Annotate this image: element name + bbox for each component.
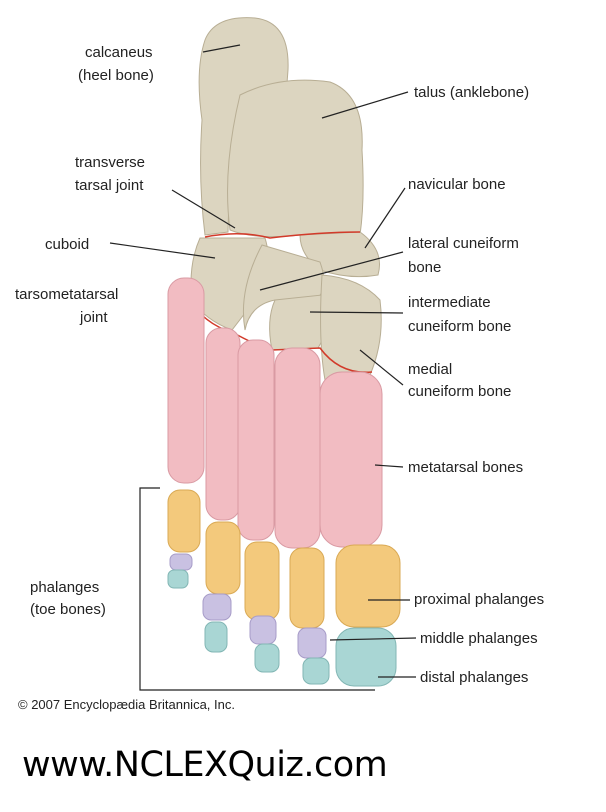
- distal-phalanx-4: [204, 621, 228, 653]
- proximal-phalanx-2: [289, 547, 325, 629]
- label-metatarsal: metatarsal bones: [408, 459, 523, 476]
- proximal-phalanx-1: [335, 544, 401, 628]
- label-calcaneus: calcaneus: [85, 44, 153, 61]
- transverse-tarsal-joint-line: [204, 231, 361, 239]
- label-transverse: transverse: [75, 154, 145, 171]
- proximal-phalanx-3: [244, 541, 280, 621]
- middle-phalanx-2: [297, 627, 327, 659]
- distal-phalanx-2: [302, 657, 330, 685]
- metatarsal-1: [319, 371, 383, 548]
- medial-cuneiform-bone: [320, 274, 382, 381]
- metatarsal-2: [274, 347, 321, 549]
- label-medial-cuneiform: medial: [408, 361, 452, 378]
- intermediate-cuneiform-bone: [269, 294, 326, 351]
- label-cuboid: cuboid: [45, 236, 89, 253]
- label-intermediate-cuneiform: intermediate: [408, 294, 491, 311]
- website-watermark: www.NCLEXQuiz.com: [22, 745, 388, 785]
- foot-illustration: calcaneus (heel bone) talus (anklebone) …: [15, 17, 544, 691]
- proximal-phalanx-5: [167, 489, 201, 553]
- distal-phalanx-1: [335, 627, 397, 687]
- label-lateral-cuneiform: lateral cuneiform: [408, 235, 519, 252]
- metatarsal-3: [237, 339, 275, 541]
- label-intermediate-cuneiform-sub: cuneiform bone: [408, 318, 511, 335]
- label-phalanges-sub: (toe bones): [30, 601, 106, 618]
- distal-phalanx-5: [167, 569, 189, 589]
- copyright-text: © 2007 Encyclopædia Britannica, Inc.: [18, 697, 235, 712]
- label-phalanges: phalanges: [30, 579, 99, 596]
- label-tarsometatarsal: tarsometatarsal: [15, 286, 118, 303]
- proximal-phalanx-4: [205, 521, 241, 595]
- leader-lines: [109, 44, 417, 691]
- talus-bone: [227, 79, 364, 238]
- middle-phalanx-3: [249, 615, 277, 645]
- middle-phalanx-5: [169, 553, 193, 571]
- label-lateral-cuneiform-sub: bone: [408, 259, 441, 276]
- label-transverse-sub: tarsal joint: [75, 177, 144, 194]
- metatarsal-5: [167, 277, 205, 484]
- label-tarsometatarsal-sub: joint: [79, 309, 108, 326]
- middle-phalanx-4: [202, 593, 232, 621]
- label-navicular: navicular bone: [408, 176, 506, 193]
- label-medial-cuneiform-sub: cuneiform bone: [408, 383, 511, 400]
- metatarsal-4: [205, 327, 241, 521]
- label-proximal: proximal phalanges: [414, 591, 544, 608]
- distal-phalanx-3: [254, 643, 280, 673]
- label-distal: distal phalanges: [420, 669, 528, 686]
- label-middle: middle phalanges: [420, 630, 538, 647]
- label-talus: talus (anklebone): [414, 84, 529, 101]
- label-calcaneus-sub: (heel bone): [78, 67, 154, 84]
